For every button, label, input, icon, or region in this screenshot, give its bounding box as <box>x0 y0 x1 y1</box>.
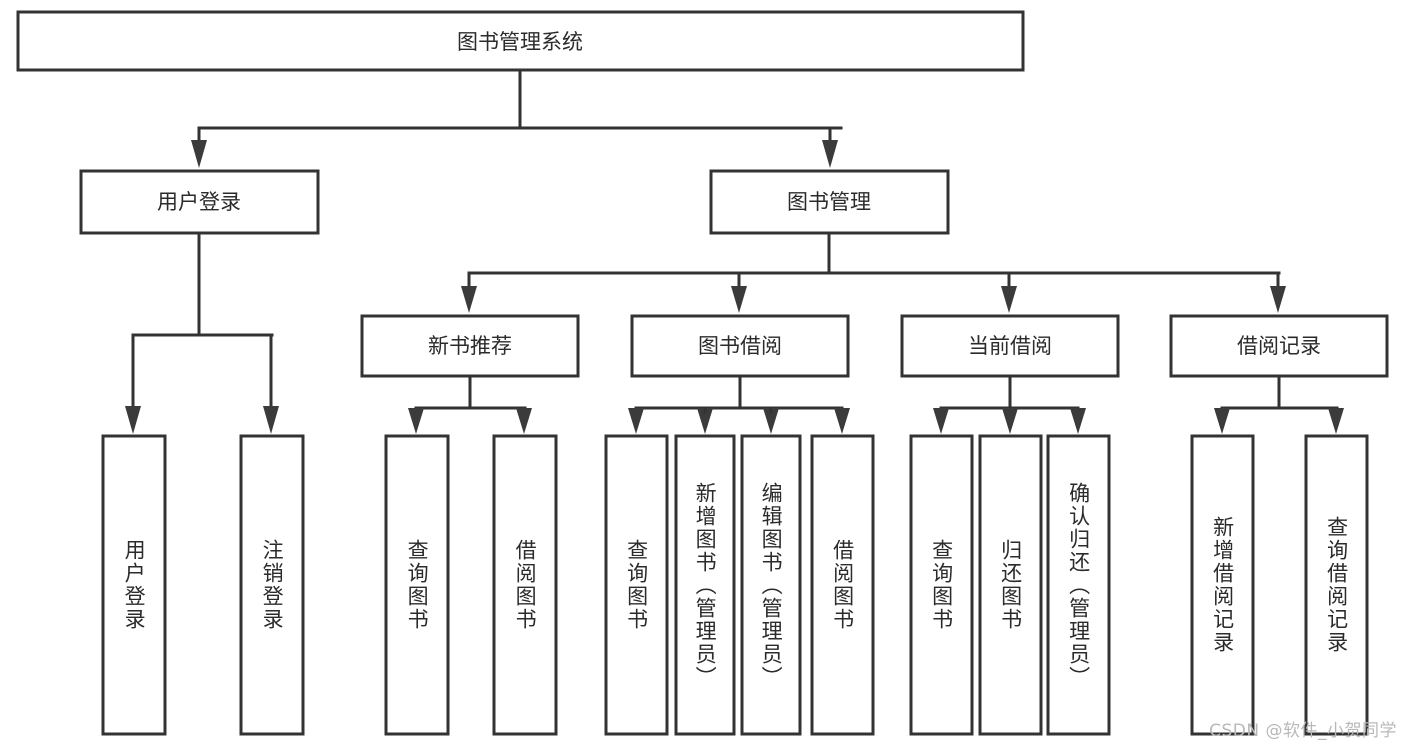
leaf-box-query-book-1[interactable] <box>384 434 450 736</box>
node-newbook-label: 新书推荐 <box>428 334 512 358</box>
leaf-box-query-book-2[interactable] <box>604 434 669 736</box>
arrow-borrow-leaf2 <box>697 408 713 434</box>
node-borrow-label: 图书借阅 <box>698 334 782 358</box>
arrow-to-record <box>1270 286 1286 313</box>
arrow-record-leaf2 <box>1328 408 1344 434</box>
arrow-newbook-leaf2 <box>516 408 532 434</box>
arrow-borrow-leaf1 <box>628 408 644 434</box>
node-borrow[interactable]: 图书借阅 <box>630 314 850 378</box>
arrow-login-leaf2 <box>263 406 279 434</box>
node-login[interactable]: 用户登录 <box>79 169 320 235</box>
arrow-to-bookmgmt <box>822 140 838 168</box>
leaf-box-query-record[interactable] <box>1304 434 1369 736</box>
arrow-to-borrow <box>731 286 747 313</box>
node-bookmgmt-label: 图书管理 <box>787 190 871 214</box>
leaf-box-add-record[interactable] <box>1190 434 1255 736</box>
node-bookmgmt[interactable]: 图书管理 <box>709 169 950 235</box>
arrow-borrow-leaf4 <box>834 408 850 434</box>
leaf-box-add-book[interactable] <box>674 434 736 736</box>
leaf-box-logout[interactable] <box>239 434 305 736</box>
node-root[interactable]: 图书管理系统 <box>16 10 1025 72</box>
node-bookmgmt-box[interactable] <box>709 169 950 235</box>
arrow-newbook-leaf1 <box>408 408 424 434</box>
leaf-box-return-book[interactable] <box>978 434 1043 736</box>
arrow-to-login <box>191 140 207 168</box>
arrow-to-newbook <box>461 286 477 313</box>
arrow-login-leaf1 <box>125 406 141 434</box>
leaf-box-edit-book[interactable] <box>740 434 802 736</box>
leaf-box-borrow-book-2[interactable] <box>810 434 875 736</box>
node-login-label: 用户登录 <box>157 190 241 214</box>
node-newbook[interactable]: 新书推荐 <box>360 314 580 378</box>
node-root-box[interactable] <box>16 10 1025 72</box>
node-record[interactable]: 借阅记录 <box>1169 314 1389 378</box>
csdn-watermark: CSDN @软件_小贺同学 <box>1209 721 1397 741</box>
arrow-borrow-leaf3 <box>763 408 779 434</box>
node-record-box[interactable] <box>1169 314 1389 378</box>
node-current-box[interactable] <box>900 314 1120 378</box>
node-record-label: 借阅记录 <box>1237 334 1321 358</box>
arrow-current-leaf2 <box>1002 408 1018 434</box>
arrow-to-current <box>1001 286 1017 313</box>
leaf-box-user-login[interactable] <box>101 434 167 736</box>
leaf-box-query-book-3[interactable] <box>909 434 974 736</box>
node-current-label: 当前借阅 <box>968 334 1052 358</box>
leaf-box-confirm-return[interactable] <box>1046 434 1111 736</box>
node-root-label: 图书管理系统 <box>457 30 583 54</box>
arrow-record-leaf1 <box>1214 408 1230 434</box>
arrow-current-leaf1 <box>933 408 949 434</box>
node-newbook-box[interactable] <box>360 314 580 378</box>
leaf-box-borrow-book-1[interactable] <box>492 434 558 736</box>
node-borrow-box[interactable] <box>630 314 850 378</box>
arrow-current-leaf3 <box>1070 408 1086 434</box>
node-current[interactable]: 当前借阅 <box>900 314 1120 378</box>
